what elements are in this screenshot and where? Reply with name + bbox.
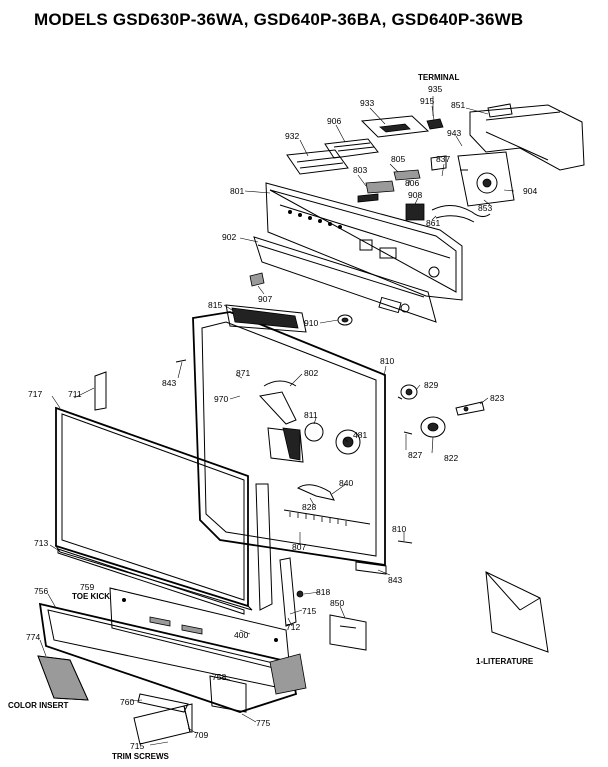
label-810-top: 810 [380, 356, 394, 366]
label-818: 818 [316, 587, 330, 597]
label-810-bottom: 810 [392, 524, 406, 534]
part-713-trim [57, 548, 245, 615]
part-915-clip [426, 118, 444, 130]
label-713: 713 [34, 538, 48, 548]
caption-literature: 1-LITERATURE [476, 657, 534, 666]
caption-toe-kick: TOE KICK [72, 592, 110, 601]
literature-envelope [485, 571, 549, 653]
part-907 [249, 272, 265, 287]
part-933-cover [360, 115, 430, 138]
part-774-color-insert [37, 655, 89, 701]
label-902: 902 [222, 232, 236, 242]
label-908: 908 [408, 190, 422, 200]
label-907: 907 [258, 294, 272, 304]
label-802: 802 [304, 368, 318, 378]
diagram-title: MODELS GSD630P-36WA, GSD640P-36BA, GSD64… [34, 10, 524, 29]
part-760-709-trim [133, 693, 193, 745]
part-711-712-rails [255, 483, 297, 627]
part-910 [337, 314, 353, 326]
part-805-806-803 [357, 155, 447, 203]
label-775: 775 [256, 718, 270, 728]
label-906: 906 [327, 116, 341, 126]
label-774: 774 [26, 632, 40, 642]
label-815: 815 [208, 300, 222, 310]
part-906-switch [324, 138, 379, 159]
caption-trim-screws: TRIM SCREWS [112, 752, 170, 761]
part-932-bracket [286, 149, 349, 175]
label-822: 822 [444, 453, 458, 463]
label-803: 803 [353, 165, 367, 175]
label-711: 711 [68, 389, 82, 399]
part-810-screw [397, 540, 413, 544]
part-756-758-lower-panel [38, 602, 307, 713]
label-801: 801 [230, 186, 244, 196]
label-843-left: 843 [162, 378, 176, 388]
part-801-control-panel [265, 182, 463, 301]
label-400: 400 [234, 630, 248, 640]
label-759: 759 [80, 582, 94, 592]
label-829: 829 [424, 380, 438, 390]
label-843-bottom: 843 [388, 575, 402, 585]
part-717-door-panel [54, 371, 253, 611]
part-818 [296, 590, 304, 598]
label-715-bottom: 715 [130, 741, 144, 751]
label-756: 756 [34, 586, 48, 596]
part-904-timer [457, 151, 515, 207]
label-851: 851 [451, 100, 465, 110]
label-712: 712 [286, 622, 300, 632]
parts-829-822-823-827 [397, 384, 485, 438]
part-851-bracket [469, 103, 585, 171]
caption-terminal: TERMINAL [418, 73, 459, 82]
label-828: 828 [302, 502, 316, 512]
label-910: 910 [304, 318, 318, 328]
label-806: 806 [405, 178, 419, 188]
label-807: 807 [292, 542, 306, 552]
label-853: 853 [478, 203, 492, 213]
label-709: 709 [194, 730, 208, 740]
label-811: 811 [304, 410, 318, 420]
label-717: 717 [28, 389, 42, 399]
part-902-nameplate [253, 236, 437, 323]
part-759-toe-kick [109, 587, 291, 673]
label-827: 827 [408, 450, 422, 460]
inner-door-assembly [192, 304, 387, 575]
label-840: 840 [339, 478, 353, 488]
label-933: 933 [360, 98, 374, 108]
label-915: 915 [420, 96, 434, 106]
label-943: 943 [447, 128, 461, 138]
label-481: 481 [353, 430, 367, 440]
label-970: 970 [214, 394, 228, 404]
part-843-screw [175, 359, 187, 363]
leader-lines [39, 96, 515, 746]
label-871: 871 [236, 368, 250, 378]
label-823: 823 [490, 393, 504, 403]
part-850-bracket [329, 614, 367, 651]
caption-color-insert: COLOR INSERT [8, 701, 69, 710]
label-850: 850 [330, 598, 344, 608]
label-904: 904 [523, 186, 537, 196]
label-837: 837 [436, 154, 450, 164]
label-760: 760 [120, 697, 134, 707]
label-932: 932 [285, 131, 299, 141]
label-861: 861 [426, 218, 440, 228]
label-805: 805 [391, 154, 405, 164]
label-935: 935 [428, 84, 442, 94]
label-715-mid: 715 [302, 606, 316, 616]
label-758: 758 [212, 672, 226, 682]
